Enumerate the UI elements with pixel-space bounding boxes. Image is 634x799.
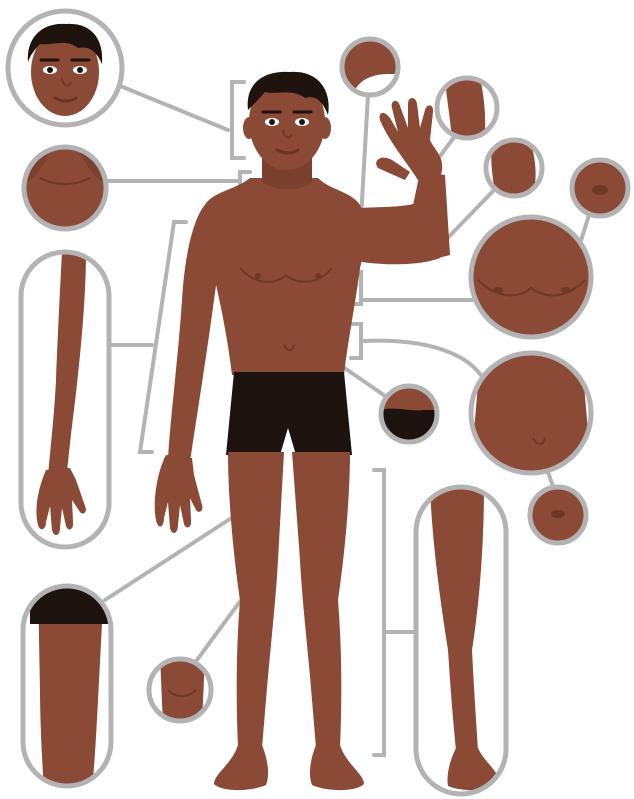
arm-callout — [21, 252, 109, 547]
leg-bracket — [374, 470, 384, 755]
upper-leg-callout — [23, 586, 111, 790]
left-leg — [292, 452, 350, 748]
wrist-callout — [437, 78, 497, 140]
head-bracket — [232, 82, 244, 158]
knee-callout — [149, 655, 211, 725]
right-foot — [214, 745, 268, 790]
right-leg — [228, 452, 284, 748]
belly-bracket — [351, 324, 361, 358]
belly-callout — [470, 353, 592, 473]
right-ear — [243, 117, 255, 139]
chest-callout — [470, 215, 594, 339]
face-connector — [118, 85, 228, 130]
left-foot — [310, 745, 364, 790]
nipple-callout — [570, 158, 630, 218]
shoulder-callout — [340, 38, 400, 98]
right-nipple — [255, 273, 261, 279]
hanging-hand — [155, 455, 203, 533]
neck-callout — [20, 145, 110, 235]
belly-connector — [363, 341, 484, 380]
underwear — [226, 372, 352, 455]
left-ear — [319, 117, 331, 139]
elbow-callout — [486, 140, 542, 196]
navel-callout — [528, 485, 588, 545]
leg-callout — [416, 487, 506, 794]
hip-callout — [380, 385, 440, 445]
face-callout — [8, 11, 122, 125]
left-nipple — [315, 273, 321, 279]
